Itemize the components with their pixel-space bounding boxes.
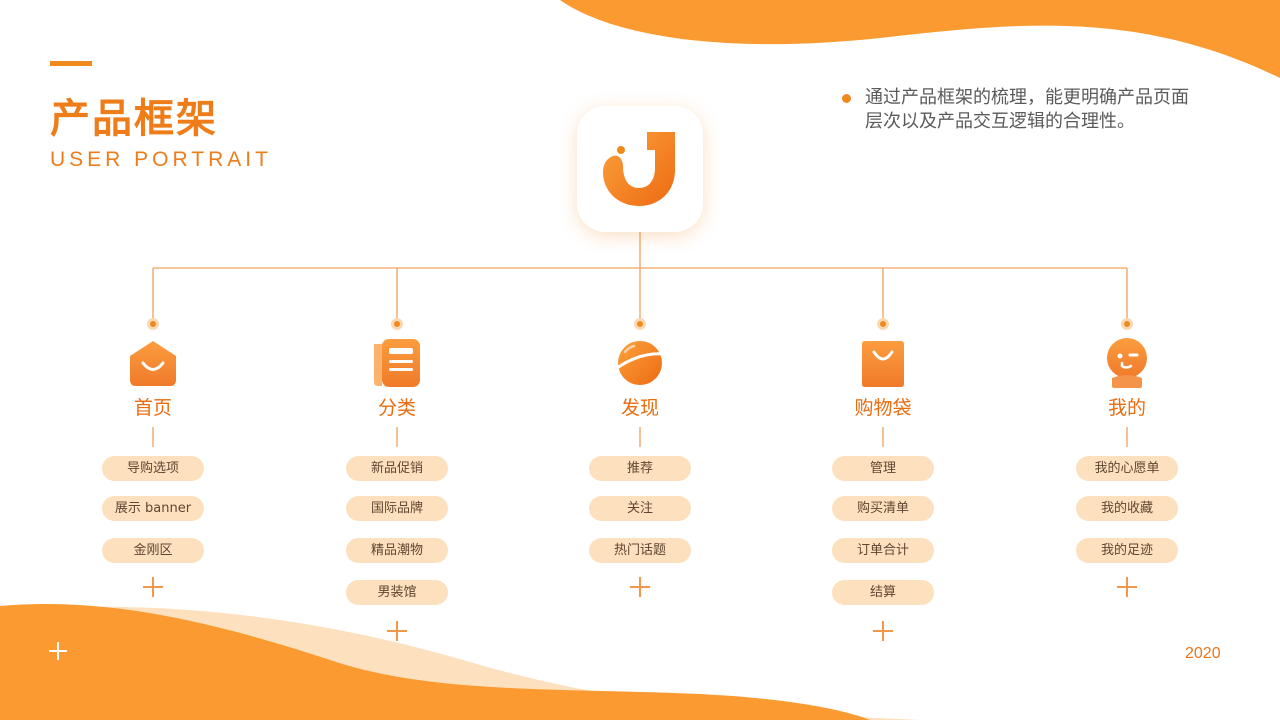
list-document-icon[interactable] bbox=[370, 336, 424, 390]
description: 通过产品框架的梳理，能更明确产品页面 层次以及产品交互逻辑的合理性。 bbox=[842, 86, 1242, 134]
description-line-2: 层次以及产品交互逻辑的合理性。 bbox=[865, 111, 1135, 132]
list-item[interactable]: 订单合计 bbox=[832, 538, 934, 563]
smiley-user-icon[interactable] bbox=[1100, 336, 1154, 390]
page-subtitle: USER PORTRAIT bbox=[50, 148, 272, 171]
list-item[interactable]: 管理 bbox=[832, 456, 934, 481]
list-item[interactable]: 男装馆 bbox=[346, 580, 448, 605]
app-icon bbox=[577, 106, 703, 232]
column-label-profile[interactable]: 我的 bbox=[1107, 397, 1146, 419]
list-item[interactable]: 我的足迹 bbox=[1076, 538, 1178, 563]
year-label: 2020 bbox=[1185, 645, 1221, 662]
list-item[interactable]: 精品潮物 bbox=[346, 538, 448, 563]
add-item-plus-icon[interactable] bbox=[143, 577, 163, 597]
column-label-cart[interactable]: 购物袋 bbox=[854, 397, 912, 419]
add-item-plus-icon[interactable] bbox=[630, 577, 650, 597]
app-logo-icon bbox=[603, 132, 675, 206]
list-item[interactable]: 热门话题 bbox=[589, 538, 691, 563]
list-item[interactable]: 推荐 bbox=[589, 456, 691, 481]
decorative-plus-icon bbox=[49, 642, 67, 660]
list-item[interactable]: 展示 banner bbox=[102, 496, 204, 521]
list-item[interactable]: 关注 bbox=[589, 496, 691, 521]
column-label-home[interactable]: 首页 bbox=[133, 397, 172, 419]
page-title: 产品框架 bbox=[50, 96, 218, 142]
title-accent-bar bbox=[50, 61, 92, 66]
column-label-discover[interactable]: 发现 bbox=[620, 397, 659, 419]
top-right-wave bbox=[560, 0, 1280, 78]
list-item[interactable]: 金刚区 bbox=[102, 538, 204, 563]
list-item[interactable]: 结算 bbox=[832, 580, 934, 605]
list-item[interactable]: 导购选项 bbox=[102, 456, 204, 481]
list-item[interactable]: 我的心愿单 bbox=[1076, 456, 1178, 481]
list-item[interactable]: 国际品牌 bbox=[346, 496, 448, 521]
list-item[interactable]: 我的收藏 bbox=[1076, 496, 1178, 521]
description-line-1: 通过产品框架的梳理，能更明确产品页面 bbox=[865, 87, 1189, 108]
column-label-category[interactable]: 分类 bbox=[377, 397, 416, 419]
add-item-plus-icon[interactable] bbox=[1117, 577, 1137, 597]
list-item[interactable]: 购买清单 bbox=[832, 496, 934, 521]
bottom-primary-wave bbox=[0, 603, 870, 720]
home-bag-icon[interactable] bbox=[126, 336, 180, 390]
description-bullet-icon bbox=[842, 94, 851, 103]
add-item-plus-icon[interactable] bbox=[873, 621, 893, 641]
add-item-plus-icon[interactable] bbox=[387, 621, 407, 641]
shopping-bag-icon[interactable] bbox=[856, 336, 910, 390]
planet-icon[interactable] bbox=[613, 336, 667, 390]
list-item[interactable]: 新品促销 bbox=[346, 456, 448, 481]
